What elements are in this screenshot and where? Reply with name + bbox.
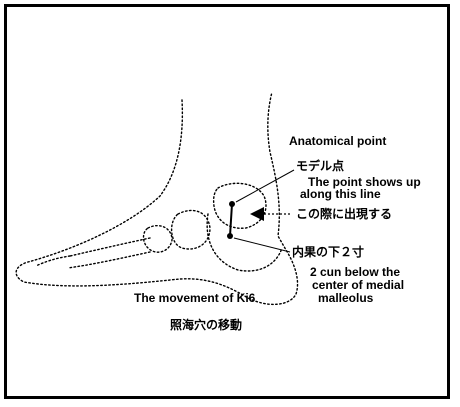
cun-label-3: malleolus xyxy=(318,292,373,305)
foot-outline xyxy=(16,92,297,304)
toe-bone-outline xyxy=(36,256,70,266)
cuneiform-outline xyxy=(144,226,173,253)
movement-jp-label: 照海穴の移動 xyxy=(170,318,242,332)
anatomical-point-label: Anatomical point xyxy=(289,135,386,148)
arrow-head xyxy=(250,207,264,221)
movement-en-label: The movement of Ki6 xyxy=(134,292,255,305)
metatarsal-outline-2 xyxy=(68,252,150,268)
movement-line xyxy=(230,204,232,236)
appears-near-jp-label: この際に出現する xyxy=(296,207,392,221)
leader-ki6 xyxy=(234,238,290,252)
shows-up-label-2: along this line xyxy=(300,188,381,201)
model-point-jp-label: モデル点 xyxy=(296,159,344,173)
talus-outline xyxy=(172,210,210,249)
metatarsal-outline xyxy=(70,238,150,256)
below-malleolus-jp-label: 内果の下２寸 xyxy=(292,245,364,259)
heel-bone-outline xyxy=(207,214,282,271)
